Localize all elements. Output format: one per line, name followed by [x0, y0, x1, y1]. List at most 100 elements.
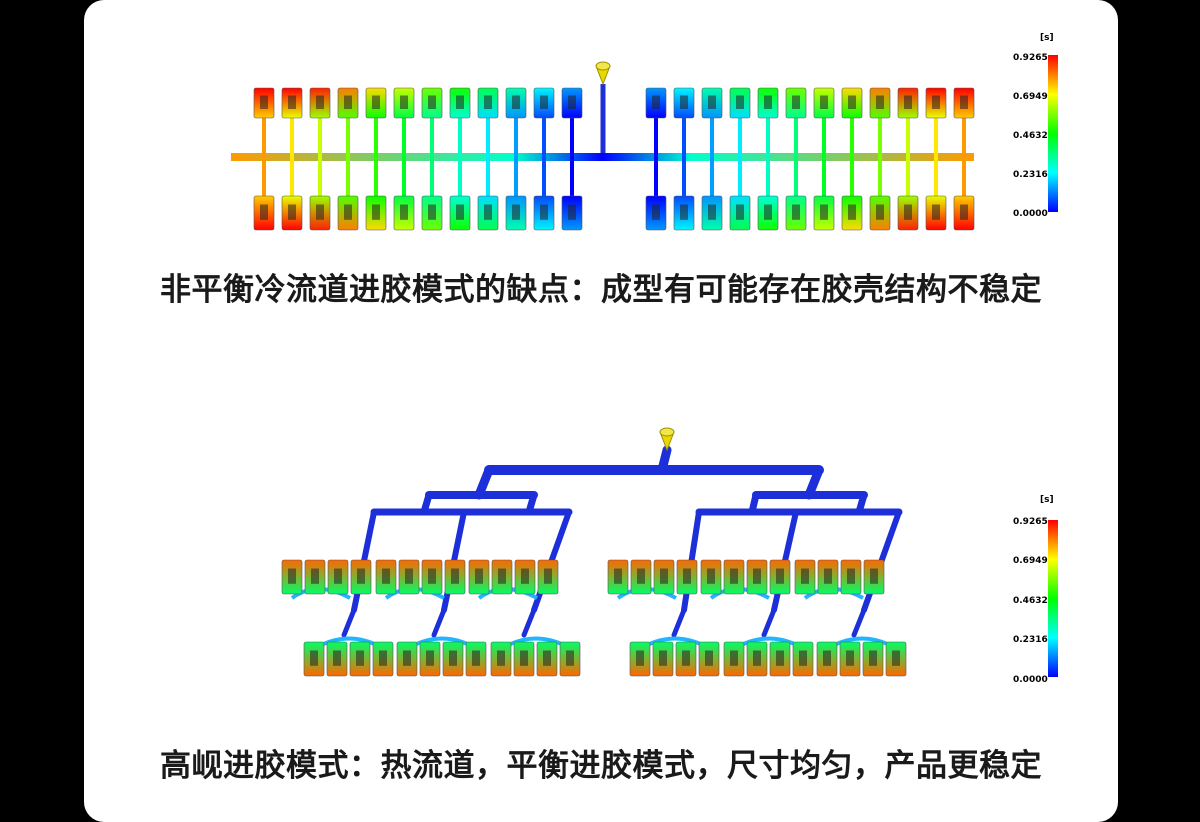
cavity — [513, 641, 535, 677]
branch-runner — [430, 157, 434, 197]
branch-runner — [346, 110, 350, 157]
legend-tick: 0.2316 — [1013, 170, 1048, 180]
cavity — [769, 559, 791, 595]
cavity — [533, 87, 555, 119]
cavity — [813, 195, 835, 231]
cavity — [350, 559, 372, 595]
cavity — [700, 559, 722, 595]
cavity — [442, 641, 464, 677]
cavity — [729, 195, 751, 231]
cavity — [897, 195, 919, 231]
cavity — [675, 641, 697, 677]
branch-runner — [262, 157, 266, 197]
cavity — [607, 559, 629, 595]
top-caption: 非平衡冷流道进胶模式的缺点：成型有可能存在胶壳结构不稳定 — [160, 272, 1042, 308]
cavity — [785, 195, 807, 231]
branch-runner — [346, 157, 350, 197]
cavity — [869, 195, 891, 231]
runner-pipe — [761, 607, 777, 638]
legend-unit: [s] — [1040, 33, 1054, 43]
cavity — [419, 641, 441, 677]
cavity — [757, 87, 779, 119]
cavity — [645, 195, 667, 231]
cavity — [794, 559, 816, 595]
cavity — [561, 195, 583, 231]
branch-runner — [934, 110, 938, 157]
cavity — [393, 195, 415, 231]
cavity — [701, 87, 723, 119]
runner-system — [290, 445, 904, 654]
cavity — [398, 559, 420, 595]
color-scale-legend: [s] 0.9265 0.6949 0.4632 0.2316 0.0000 — [1013, 495, 1058, 685]
cavity — [953, 87, 975, 119]
cavity — [281, 195, 303, 231]
branch-runner — [850, 110, 854, 157]
cavity — [723, 641, 745, 677]
cavity — [757, 195, 779, 231]
color-scale-bar — [1048, 55, 1058, 212]
cavity — [505, 195, 527, 231]
cavity — [813, 87, 835, 119]
cavity — [816, 641, 838, 677]
branch-runner — [934, 157, 938, 197]
branch-runner — [430, 110, 434, 157]
branch-runner — [570, 110, 574, 157]
legend-tick: 0.4632 — [1013, 596, 1048, 606]
cavity — [327, 559, 349, 595]
cavity — [785, 87, 807, 119]
branch-runner — [514, 110, 518, 157]
cavity — [372, 641, 394, 677]
branch-runner — [710, 157, 714, 197]
cavity — [365, 87, 387, 119]
branch-runner — [794, 110, 798, 157]
cavity — [862, 641, 884, 677]
branch-runner — [962, 157, 966, 197]
cavity — [841, 87, 863, 119]
cavity — [746, 559, 768, 595]
legend-unit: [s] — [1040, 495, 1054, 505]
cavity — [465, 641, 487, 677]
sprue-channel — [600, 84, 606, 158]
runner-pipe — [474, 465, 494, 500]
cavity — [701, 195, 723, 231]
cavity — [490, 641, 512, 677]
branch-runner — [766, 157, 770, 197]
branch-runner — [542, 157, 546, 197]
cavity — [885, 641, 907, 677]
cavity — [840, 559, 862, 595]
cavity — [769, 641, 791, 677]
cavity — [337, 195, 359, 231]
branch-runner — [318, 157, 322, 197]
main-runner — [231, 153, 974, 161]
branch-runner — [906, 110, 910, 157]
branch-runner — [682, 157, 686, 197]
cavity — [281, 87, 303, 119]
legend-tick: 0.4632 — [1013, 131, 1048, 141]
cavity — [673, 87, 695, 119]
color-scale-legend: [s] 0.9265 0.6949 0.4632 0.2316 0.0000 — [1013, 33, 1058, 219]
sprue-icon — [595, 61, 611, 86]
branch-runner — [906, 157, 910, 197]
branch-runner — [570, 157, 574, 197]
cavity — [746, 641, 768, 677]
cavity — [421, 559, 443, 595]
branch-runner — [374, 157, 378, 197]
branch-runner — [794, 157, 798, 197]
legend-tick: 0.9265 — [1013, 517, 1048, 527]
cavity — [514, 559, 536, 595]
cavity — [729, 87, 751, 119]
cavity — [817, 559, 839, 595]
cavity — [897, 87, 919, 119]
cavity — [326, 641, 348, 677]
runner-pipe — [671, 607, 687, 638]
branch-runner — [458, 157, 462, 197]
cavity — [449, 195, 471, 231]
cavity — [449, 87, 471, 119]
color-scale-bar — [1048, 520, 1058, 677]
cavity — [630, 559, 652, 595]
cavity — [925, 87, 947, 119]
legend-tick: 0.0000 — [1013, 209, 1048, 219]
branch-runner — [738, 157, 742, 197]
cavity-array — [253, 87, 975, 231]
cavity — [653, 559, 675, 595]
